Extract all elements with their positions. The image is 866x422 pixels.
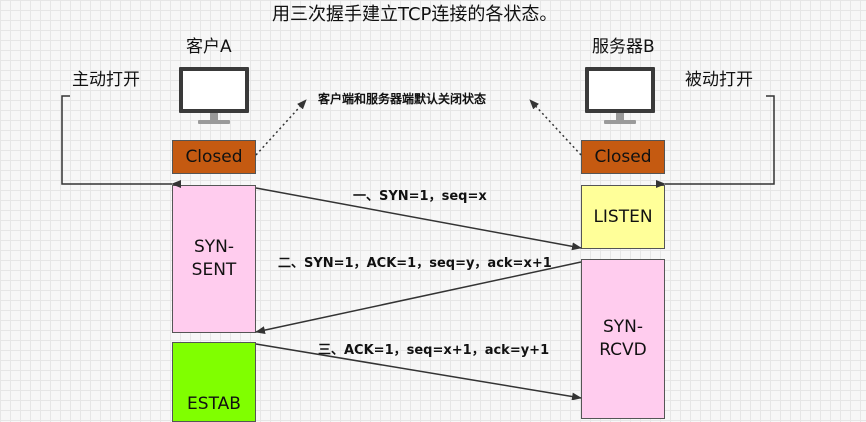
message-syn-label: 一、SYN=1，seq=x (353, 189, 487, 204)
server-syn-rcvd-state: SYN- RCVD (581, 259, 665, 419)
server-label: 服务器B (592, 37, 655, 57)
server-default-note-arrow (529, 99, 582, 156)
client-default-note-arrow (255, 99, 307, 156)
server-closed-state: Closed (581, 140, 665, 174)
active-open-label: 主动打开 (72, 70, 140, 90)
message-ack-arrow (255, 343, 582, 400)
client-label: 客户A (186, 37, 232, 57)
passive-open-label: 被动打开 (685, 70, 753, 90)
message-syn-arrow (255, 187, 582, 251)
active-open-arrow (61, 95, 181, 188)
message-syn-ack-label: 二、SYN=1，ACK=1，seq=y，ack=x+1 (278, 256, 552, 271)
client-computer-icon (179, 67, 249, 124)
message-syn-ack-arrow (255, 261, 582, 335)
syn-sent-label: SYN- SENT (191, 237, 237, 280)
client-syn-sent-state: SYN- SENT (172, 185, 256, 333)
connection-lines (61, 95, 775, 400)
server-listen-state: LISTEN (581, 185, 665, 249)
client-closed-state: Closed (172, 140, 256, 174)
message-ack-label: 三、ACK=1，seq=x+1，ack=y+1 (318, 343, 550, 358)
syn-rcvd-label: SYN- RCVD (599, 317, 647, 360)
passive-open-arrow (656, 95, 775, 188)
default-closed-note: 客户端和服务器端默认关闭状态 (318, 92, 487, 106)
server-computer-icon (585, 67, 655, 124)
diagram-title: 用三次握手建立TCP连接的各状态。 (272, 4, 558, 25)
